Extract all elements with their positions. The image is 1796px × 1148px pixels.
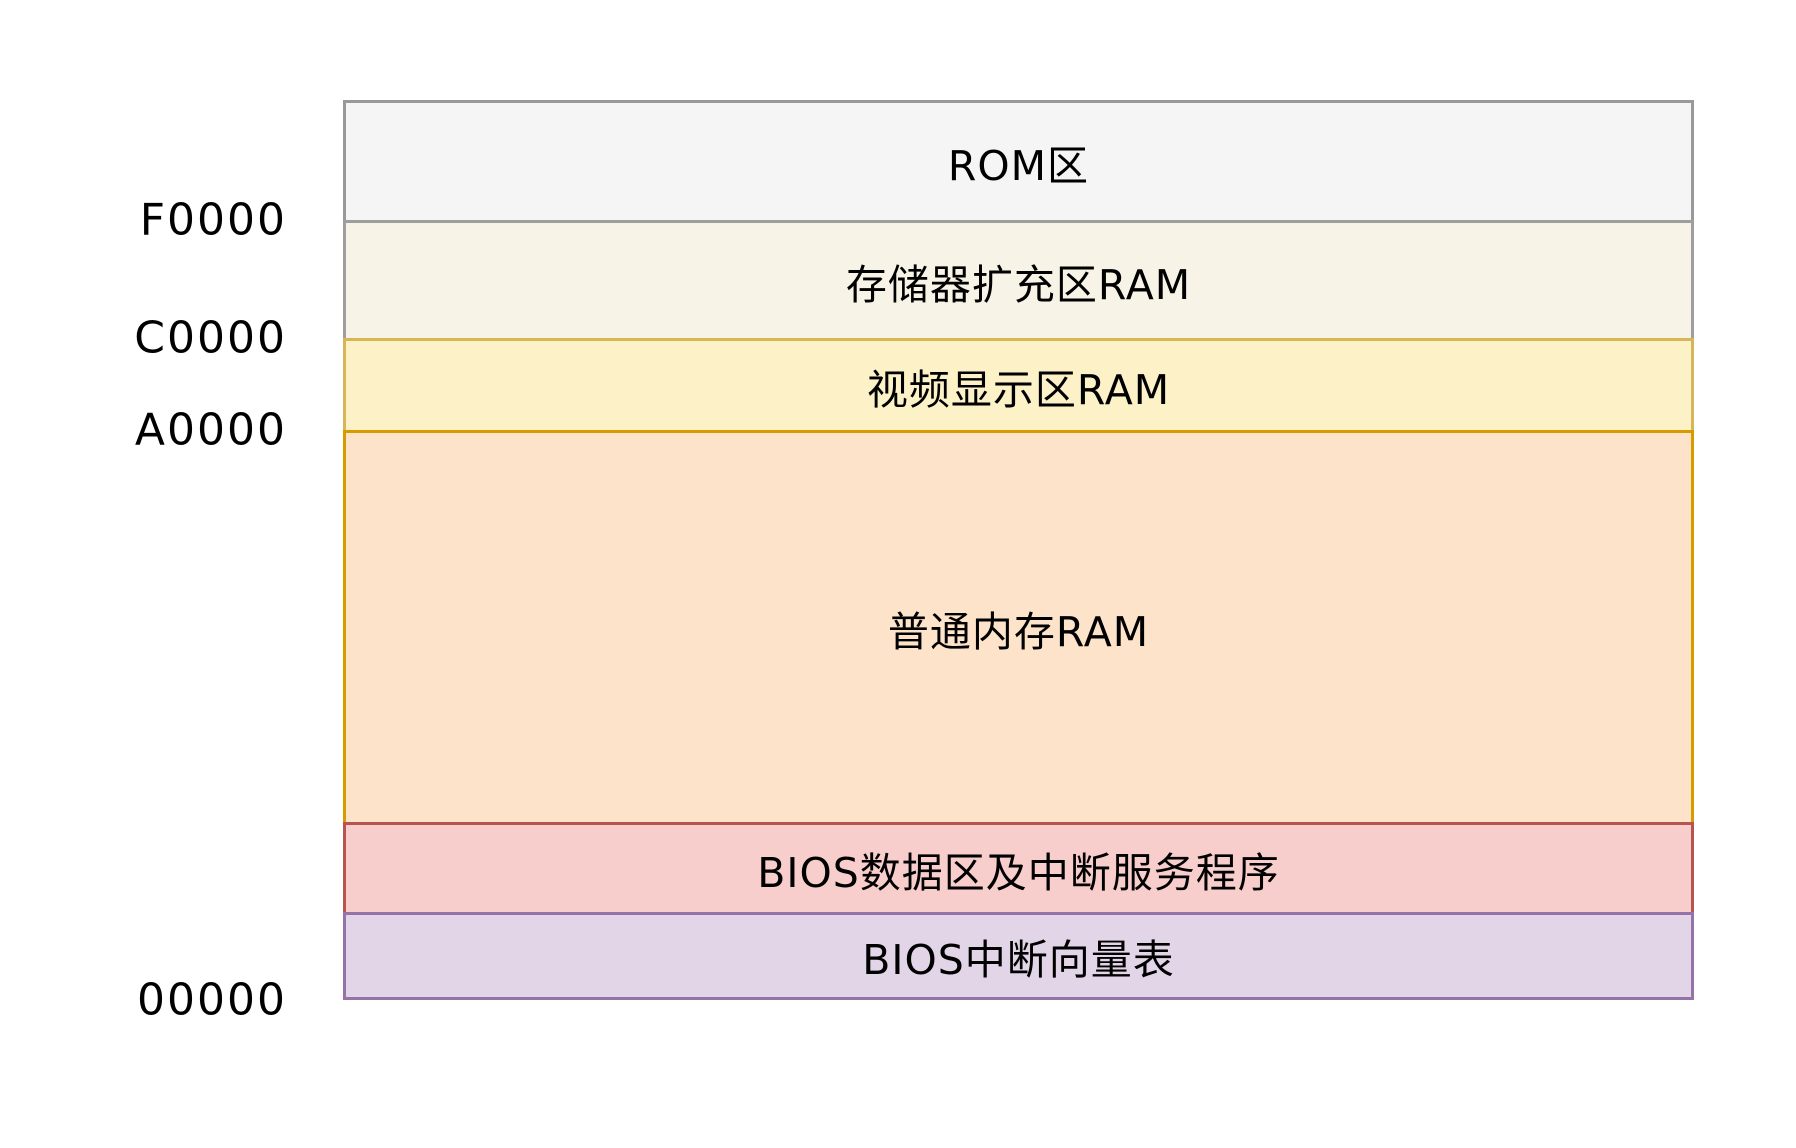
address-label-c0000: C0000 — [134, 312, 287, 364]
region-conventional-ram: 普通内存RAM — [343, 430, 1694, 822]
region-rom-area: ROM区 — [343, 100, 1694, 220]
region-video-display-ram: 视频显示区RAM — [343, 338, 1694, 430]
region-label: ROM区 — [947, 141, 1090, 190]
address-label-f0000: F0000 — [139, 194, 287, 246]
region-label: 普通内存RAM — [887, 607, 1150, 656]
address-label-a0000: A0000 — [134, 404, 287, 456]
region-memory-expansion-ram: 存储器扩充区RAM — [343, 220, 1694, 338]
region-bios-data-area: BIOS数据区及中断服务程序 — [343, 822, 1694, 912]
address-label-00000: 00000 — [137, 974, 287, 1026]
region-label: BIOS数据区及中断服务程序 — [757, 848, 1280, 897]
region-bios-interrupt-vector-table: BIOS中断向量表 — [343, 912, 1694, 1000]
region-label: BIOS中断向量表 — [862, 936, 1175, 984]
region-label: 存储器扩充区RAM — [845, 260, 1192, 309]
region-label: 视频显示区RAM — [866, 365, 1171, 414]
memory-map-box: ROM区 存储器扩充区RAM 视频显示区RAM 普通内存RAM BIOS数据区及… — [343, 100, 1694, 1000]
